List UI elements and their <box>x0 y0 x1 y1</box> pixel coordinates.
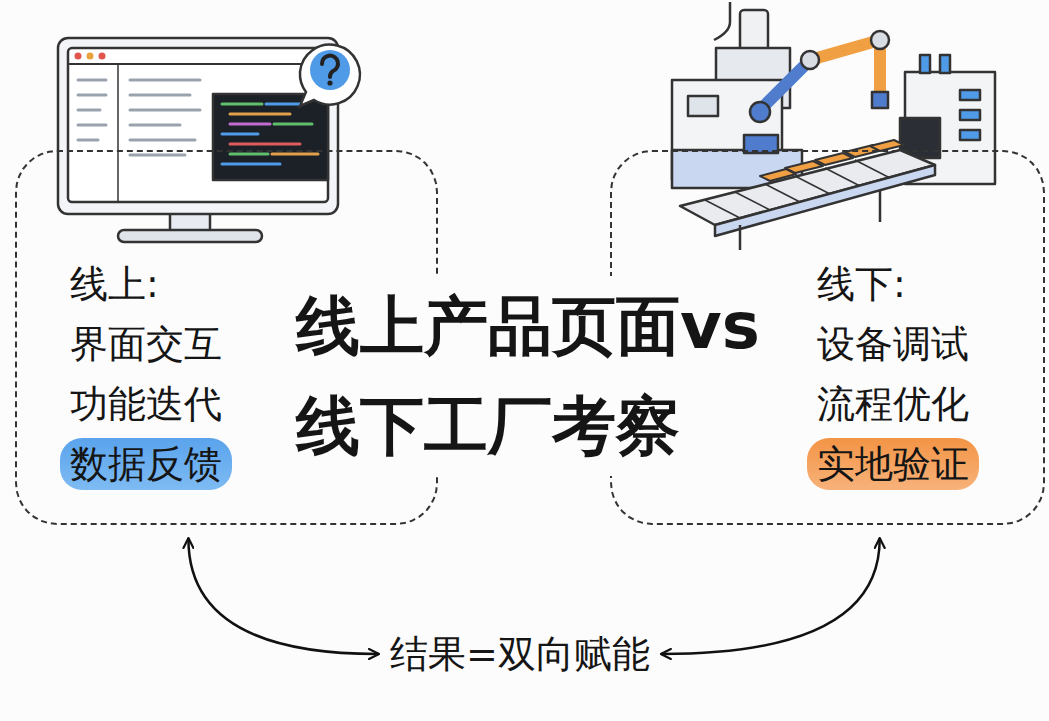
diagram-title: 线上产品页面vs 线下工厂考察 <box>290 276 782 476</box>
result-text-node: 结果=双向赋能 <box>386 628 654 680</box>
list-item: 流程优化 <box>817 374 1043 434</box>
node-label: 实地验证 <box>817 438 969 490</box>
node-label: 结果=双向赋能 <box>390 628 650 680</box>
highlight-tag: 实地验证 <box>807 438 979 490</box>
curved-double-arrow <box>662 539 880 654</box>
question-bubble <box>300 45 360 106</box>
monitor-icon <box>58 38 338 242</box>
factory-illustration <box>672 2 995 250</box>
node-label: 数据反馈 <box>70 438 222 490</box>
section-heading: 线下: <box>817 254 1043 314</box>
curved-double-arrow <box>188 539 378 654</box>
list-item: 设备调试 <box>817 314 1043 374</box>
highlight-tag: 数据反馈 <box>60 438 232 490</box>
